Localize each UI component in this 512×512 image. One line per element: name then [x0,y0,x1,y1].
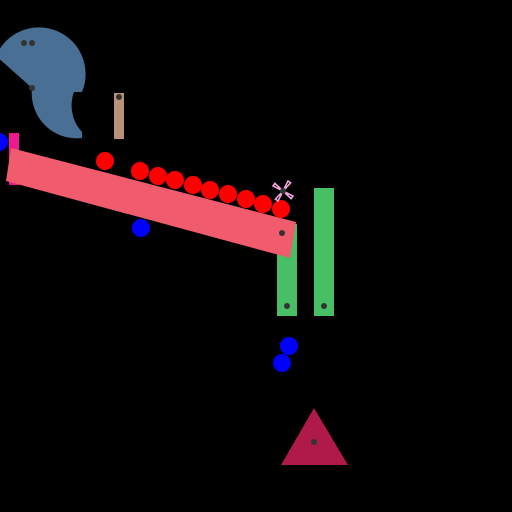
red-ball[interactable] [201,181,219,199]
pivot-pin [29,40,35,46]
ball-shape [132,219,150,237]
ball-shape [0,133,8,151]
blue-ball[interactable] [280,337,298,355]
red-ball[interactable] [166,171,184,189]
pinwheel-spinner[interactable] [268,176,299,207]
triangle-goal[interactable] [281,408,348,465]
spinner-blade [274,190,284,203]
spinner-blade [282,179,292,192]
blue-ball[interactable] [0,133,8,151]
blue-ball[interactable] [132,219,150,237]
ramp-shape [6,148,296,258]
pivot-pin [284,303,290,309]
red-ball[interactable] [272,200,290,218]
red-ball[interactable] [219,185,237,203]
ball-shape [237,190,255,208]
ball-shape [184,176,202,194]
ball-shape [166,171,184,189]
ball-shape [131,162,149,180]
pivot-pin [321,303,327,309]
red-ball[interactable] [131,162,149,180]
red-ball[interactable] [184,176,202,194]
spinner-blade [271,182,284,192]
spinner-blade [282,190,295,200]
pivot-pin [29,85,35,91]
pivot-pin [280,188,286,194]
arc-ring[interactable] [0,27,86,139]
arc-shape [0,27,86,139]
ball-shape [201,181,219,199]
pivot-pin [116,94,122,100]
spinner-blades [271,179,295,203]
pivot-pin [311,439,317,445]
ball-shape [96,152,114,170]
blue-ball[interactable] [273,354,291,372]
pivot-pin [279,230,285,236]
tilted-ramp[interactable] [6,148,296,258]
pillar-shape [314,188,334,316]
pivot-pin [21,40,27,46]
ball-shape [254,195,272,213]
post-shape [114,93,124,139]
ball-shape [273,354,291,372]
red-ball[interactable] [237,190,255,208]
triangle-shape [281,408,348,465]
green-pillar-right[interactable] [314,188,334,316]
ball-shape [272,200,290,218]
scene-objects [0,27,348,465]
red-ball[interactable] [149,167,167,185]
ball-shape [280,337,298,355]
ball-shape [149,167,167,185]
red-ball[interactable] [96,152,114,170]
red-ball[interactable] [254,195,272,213]
tan-post[interactable] [114,93,124,139]
ball-shape [219,185,237,203]
